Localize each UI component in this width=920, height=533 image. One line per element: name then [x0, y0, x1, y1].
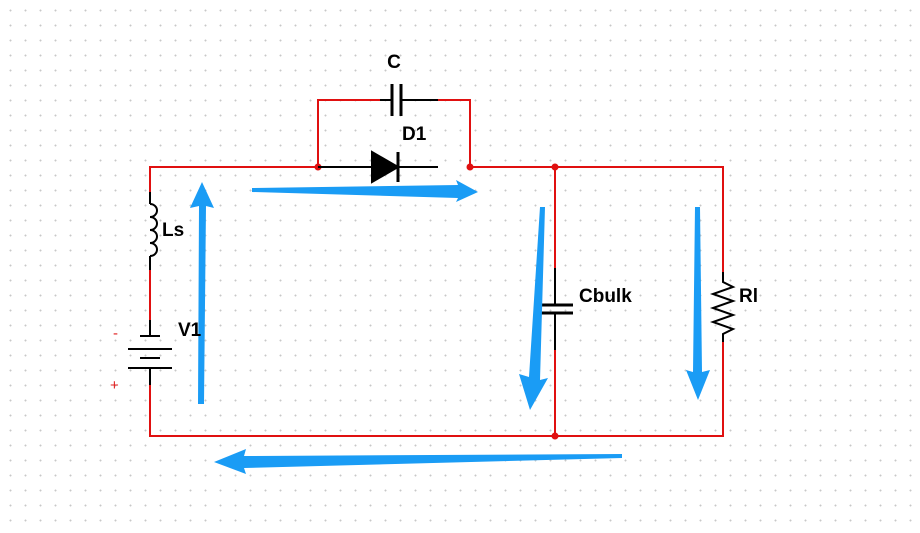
diode-triangle	[371, 150, 401, 184]
arrow-left-bottom	[214, 449, 622, 474]
wire-cap-loop	[317, 99, 381, 168]
current-arrows	[190, 180, 710, 474]
label-v1: V1	[178, 320, 202, 341]
resistor-rl	[709, 272, 737, 342]
junction-dot	[551, 163, 559, 171]
capacitor-cbulk	[537, 268, 573, 350]
wire-cap-loop-right	[437, 99, 471, 168]
arrow-right-top	[252, 180, 478, 202]
label-rl: Rl	[739, 286, 758, 307]
polarity-minus: -	[113, 325, 118, 342]
label-d1: D1	[402, 124, 427, 145]
label-c: C	[387, 52, 401, 73]
junctions	[314, 163, 559, 440]
junction-dot	[551, 432, 559, 440]
battery-v1	[128, 320, 172, 385]
wires	[149, 99, 724, 437]
polarity-plus: +	[110, 377, 119, 394]
label-ls: Ls	[162, 220, 184, 241]
label-cbulk: Cbulk	[579, 286, 632, 307]
junction-dot	[466, 163, 474, 171]
diode-d1	[318, 150, 438, 184]
arrow-up-left	[190, 182, 214, 404]
arrow-down-cbulk	[519, 207, 548, 410]
arrow-down-rl	[686, 207, 710, 400]
inductor-ls	[149, 192, 158, 270]
capacitor-c	[380, 84, 438, 116]
